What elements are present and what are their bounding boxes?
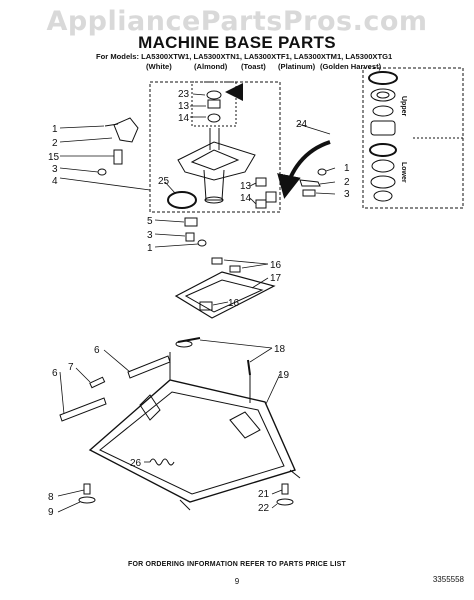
drive-belt [167,191,197,209]
detail-box-top [191,81,237,127]
clip-parts [299,168,327,197]
base-shield [174,257,276,319]
callout: 17 [270,273,282,284]
callout: 16 [270,260,282,271]
color-label: (Almond) [194,62,228,71]
spring [149,458,175,466]
color-label: (Toast) [241,62,266,71]
pin [89,376,106,389]
callout: 7 [68,362,74,373]
leveling-foot-right [276,483,294,506]
callout: 8 [48,492,54,503]
callout: 14 [240,193,252,204]
callout: 3 [52,164,58,175]
callout: 25 [158,176,170,187]
callout: 4 [52,176,58,187]
color-label: (Golden Harvest) [320,62,382,71]
detail-box-transmission [149,81,281,213]
bearing-stack-lower [369,143,397,202]
callout: 15 [48,152,60,163]
callout: 13 [240,181,252,192]
page-number: 9 [234,577,240,586]
callout: 5 [147,216,153,227]
callout: 1 [147,243,153,254]
callout: 19 [278,370,290,381]
callout: 24 [296,119,308,130]
callout: 14 [178,113,190,124]
callout: 23 [178,89,190,100]
assembly-arrow [277,140,331,199]
callout: 6 [94,345,100,356]
lower-label: Lower [400,162,407,183]
color-label: (White) [146,62,172,71]
callout: 13 [178,101,190,112]
upper-label: Upper [400,96,407,117]
ordering-note: FOR ORDERING INFORMATION REFER TO PARTS … [127,561,347,568]
callout: 26 [130,458,142,469]
bearing-stack-upper [368,71,398,136]
callout: 2 [344,177,350,188]
callout: 9 [48,507,54,518]
brace-lower [59,397,107,422]
motor-bracket [97,117,139,176]
callout: 6 [52,368,58,379]
callout: 2 [52,138,58,149]
page-title: MACHINE BASE PARTS [138,33,336,52]
color-label: (Platinum) [278,62,316,71]
callout: 18 [274,344,286,355]
callout: 16 [228,298,240,309]
callout: 22 [258,503,270,514]
base-frame [88,352,301,511]
callout: 3 [147,230,153,241]
transmission-assembly [177,90,256,204]
callout: 1 [344,163,350,174]
hardware-group [255,177,277,209]
callout: 3 [344,189,350,200]
callout: 1 [52,124,58,135]
watermark: AppliancePartsPros.com [46,6,428,37]
model-list: For Models: LA5300XTW1, LA5300XTN1, LA53… [96,52,393,61]
document-number: 3355558 [432,575,464,584]
brace-upper [127,355,171,379]
callout: 21 [258,489,270,500]
leveling-foot-left [78,483,96,504]
lower-fasteners [184,217,207,247]
